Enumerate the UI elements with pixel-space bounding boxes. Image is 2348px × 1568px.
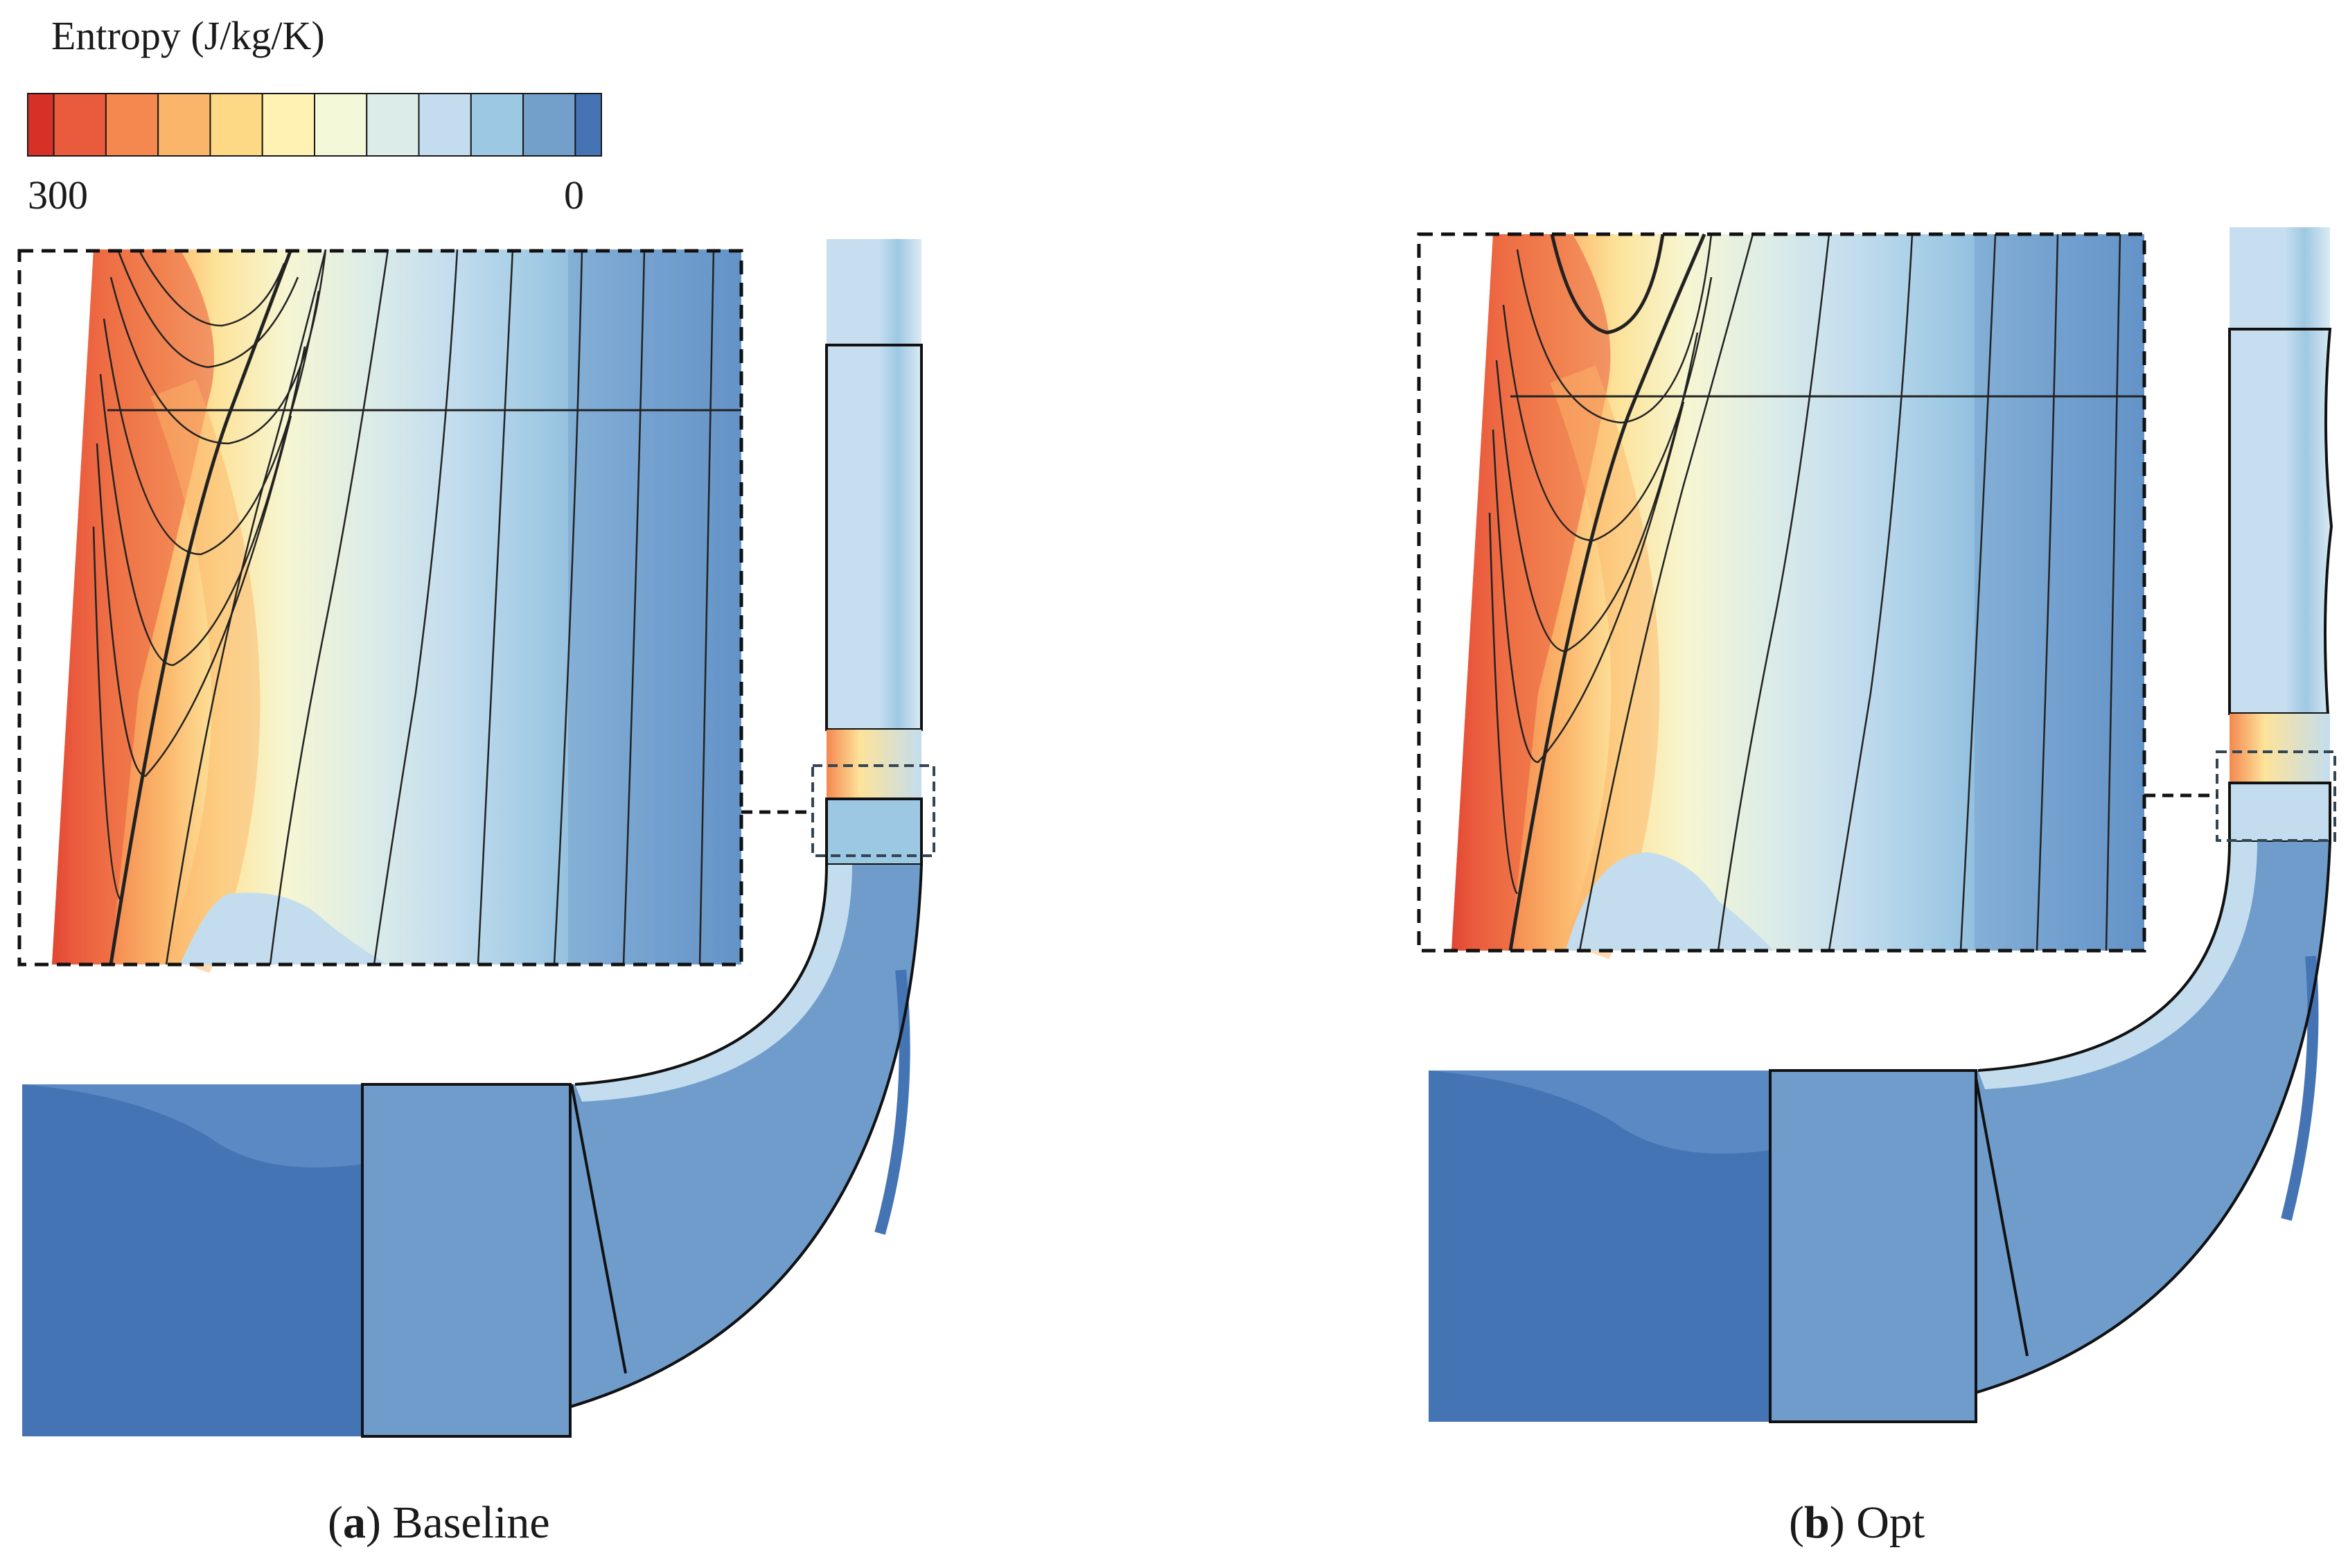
caption-a-name: Baseline — [392, 1497, 550, 1548]
caption-b: (b) Opt — [1789, 1497, 1925, 1548]
colorbar-cell — [53, 93, 107, 157]
colorbar-cell — [470, 93, 524, 157]
legend-max-label: 300 — [28, 173, 88, 218]
colorbar-cell — [574, 93, 603, 157]
legend-min-label: 0 — [564, 173, 584, 218]
colorbar-cell — [314, 93, 368, 157]
colorbar-cell — [209, 93, 263, 157]
zoom-inset-a — [17, 249, 743, 974]
zoom-inset-b — [1417, 232, 2146, 960]
legend-colorbar — [27, 93, 603, 157]
caption-a: (a) Baseline — [328, 1497, 550, 1548]
panel-b — [1417, 227, 2336, 1423]
colorbar-cell — [105, 93, 159, 157]
caption-b-letter: b — [1803, 1497, 1830, 1548]
duct-geometry-a — [22, 239, 935, 1438]
duct-geometry-b — [1429, 227, 2336, 1423]
panel-a — [17, 239, 935, 1438]
colorbar-cell — [261, 93, 315, 157]
caption-a-letter: a — [342, 1497, 366, 1548]
legend-title: Entropy (J/kg/K) — [51, 13, 325, 58]
colorbar-cell — [418, 93, 472, 157]
colorbar-cell — [522, 93, 576, 157]
colorbar-cell — [366, 93, 420, 157]
caption-b-name: Opt — [1856, 1497, 1925, 1548]
colorbar-cell — [27, 93, 55, 157]
colorbar-cell — [157, 93, 211, 157]
